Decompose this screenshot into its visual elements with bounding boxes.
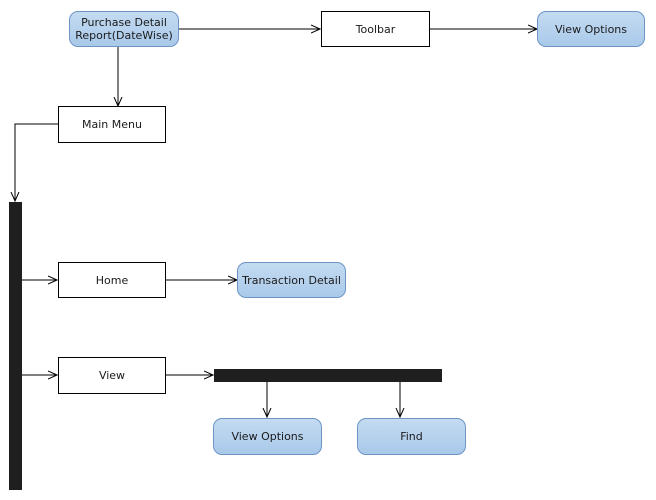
- node-find-label: Find: [400, 430, 423, 443]
- node-toolbar-label: Toolbar: [355, 22, 396, 36]
- vertical-fork-bar: [9, 202, 22, 490]
- node-view-options-bottom-label: View Options: [231, 430, 304, 443]
- connector-main-menu-to-fork: [15, 123, 58, 201]
- node-home-label: Home: [95, 273, 129, 287]
- node-main-menu-label: Main Menu: [82, 118, 142, 131]
- node-find: Find: [357, 418, 466, 455]
- node-purchase-detail-report-label: Purchase Detail Report(DateWise): [75, 16, 173, 42]
- node-transaction-detail-label: Transaction Detail: [242, 273, 341, 287]
- node-main-menu: Main Menu: [58, 106, 166, 143]
- node-view-options-bottom: View Options: [213, 418, 322, 455]
- horizontal-fork-bar: [214, 369, 442, 382]
- node-view-options-top-label: View Options: [554, 22, 628, 36]
- node-view-options-top: View Options: [537, 11, 645, 47]
- node-view: View: [58, 357, 166, 394]
- node-transaction-detail: Transaction Detail: [237, 262, 346, 298]
- node-toolbar: Toolbar: [321, 11, 430, 47]
- node-purchase-detail-report: Purchase Detail Report(DateWise): [69, 11, 179, 47]
- node-home: Home: [58, 262, 166, 298]
- node-view-label: View: [98, 369, 126, 382]
